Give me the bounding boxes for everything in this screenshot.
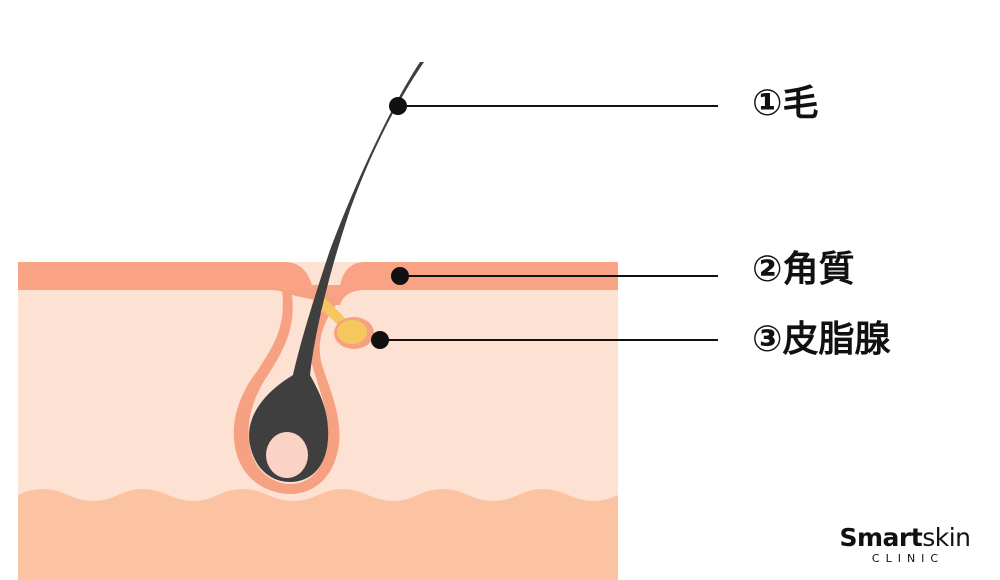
smartskin-clinic-logo: Smartskin CLINIC xyxy=(830,524,980,566)
stratum-corneum-layer xyxy=(18,262,618,305)
logo-wordmark: Smartskin xyxy=(830,524,980,552)
label-hair: ①毛 xyxy=(752,83,819,124)
logo-subtitle: CLINIC xyxy=(871,552,945,565)
marker-dot-sebaceous xyxy=(371,331,389,349)
hair-shaft xyxy=(249,62,424,482)
dermis-layer xyxy=(18,489,618,580)
dermal-papilla xyxy=(266,432,308,478)
marker-dot-hair xyxy=(389,97,407,115)
logo-word-smart: Smart xyxy=(839,523,923,552)
marker-dot-keratin xyxy=(391,267,409,285)
logo-word-skin: skin xyxy=(922,523,971,552)
label-keratin: ②角質 xyxy=(752,249,855,290)
label-sebaceous-gland: ③皮脂腺 xyxy=(752,319,891,360)
sebaceous-gland xyxy=(337,320,367,344)
